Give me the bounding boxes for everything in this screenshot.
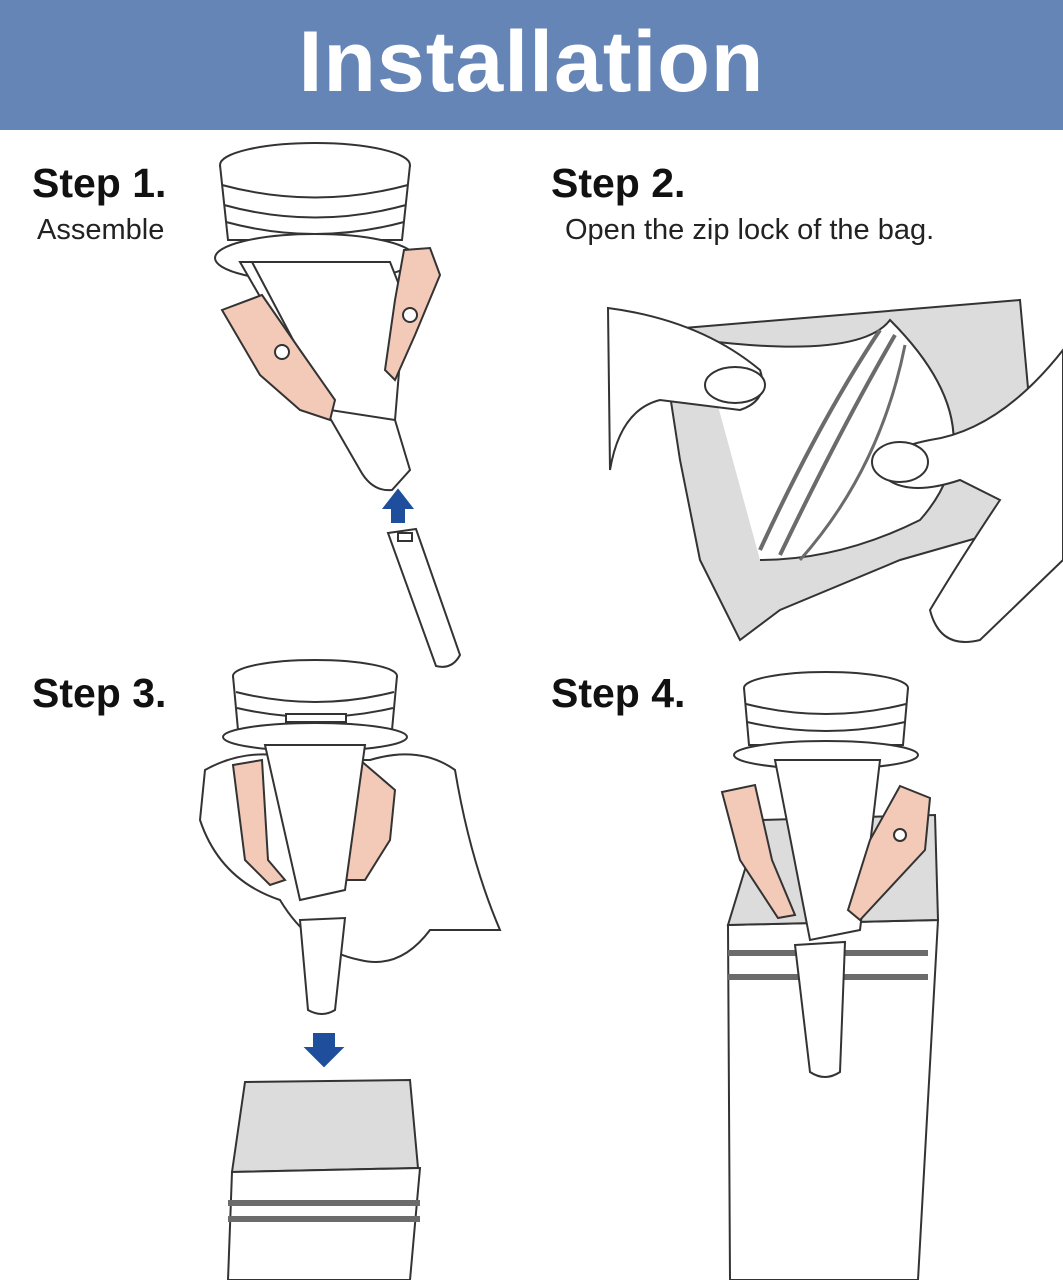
page-title: Installation: [298, 13, 765, 110]
step-2-title: Step 2.: [551, 160, 686, 206]
step-1-illustration: [214, 142, 462, 668]
step-4-right-clip: [846, 784, 932, 922]
step-3-title: Step 3.: [32, 670, 167, 716]
arrow-down-icon: [303, 1033, 345, 1068]
adapter-neck-illustration: [214, 142, 416, 283]
step-4-title: Step 4.: [551, 670, 686, 716]
valve-illustration: [386, 527, 462, 668]
step-4-left-clip: [720, 783, 797, 920]
step-3-left-clip: [231, 758, 287, 887]
step-2-illustration: [606, 298, 1063, 643]
right-hand-illustration: [876, 348, 1063, 643]
title-banner: Installation: [0, 0, 1063, 130]
step-3-illustration: [198, 659, 502, 1280]
step-1-title: Step 1.: [32, 160, 167, 206]
arrow-up-icon: [381, 488, 415, 523]
step-3-bag-illustration: [230, 1078, 420, 1174]
step-2-description: Open the zip lock of the bag.: [565, 214, 935, 246]
step-1-description: Assemble: [37, 214, 165, 246]
step-4-illustration: [720, 671, 940, 1280]
